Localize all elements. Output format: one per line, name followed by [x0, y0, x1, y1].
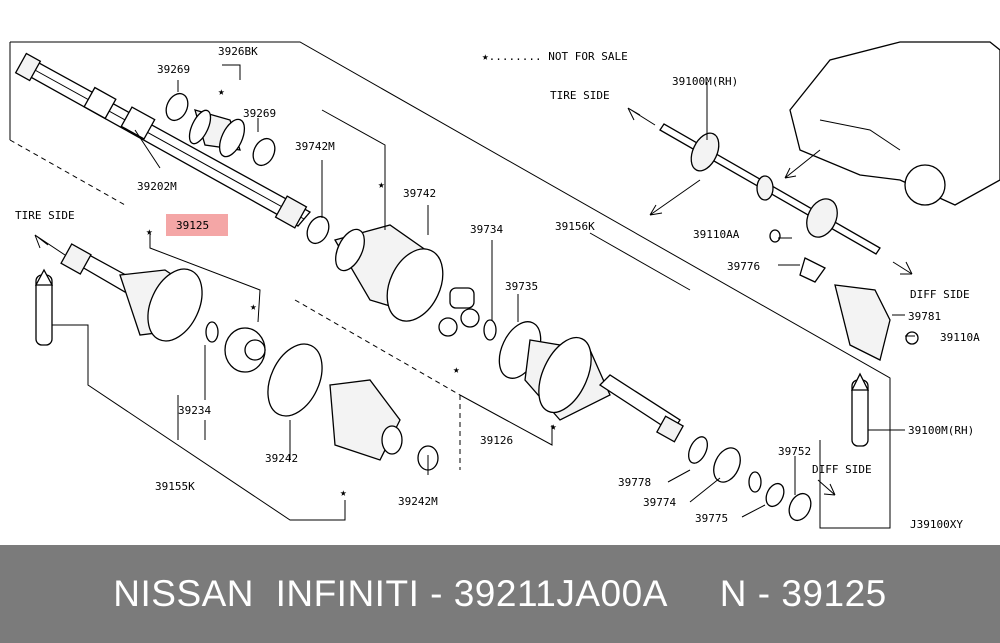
star-mark: ★: [453, 363, 460, 376]
not-for-sale-note: ★........ NOT FOR SALE: [482, 50, 628, 63]
star-mark: ★: [250, 300, 257, 313]
rings-group: [687, 372, 870, 522]
vehicle-sketch: [789, 41, 1000, 206]
part-label-39156k: 39156K: [555, 220, 595, 233]
part-label-39269-b: 39269: [243, 107, 276, 120]
part-label-39126: 39126: [480, 434, 513, 447]
part-number-banner: NISSAN INFINITI - 39211JA00A N - 39125: [0, 545, 1000, 643]
not-for-sale-stars: ★ ★ ★ ★ ★ ★ ★: [146, 85, 557, 499]
part-label-39778: 39778: [618, 476, 651, 489]
tire-side-label-left: TIRE SIDE: [15, 209, 75, 222]
part-label-39269-a: 39269: [157, 63, 190, 76]
part-label-39734: 39734: [470, 223, 503, 236]
part-label-39110a: 39110A: [940, 331, 980, 344]
part-label-39781: 39781: [908, 310, 941, 323]
frame-dash-mid: [294, 299, 461, 396]
diagram-frame: [10, 41, 891, 529]
frame-dash-left: [9, 139, 126, 206]
part-label-39110aa: 39110AA: [693, 228, 740, 241]
part-label-39242: 39242: [265, 452, 298, 465]
shaft-39202m: [14, 52, 312, 229]
part-label-3926bk: 3926BK: [218, 45, 258, 58]
direction-arrows: [34, 107, 913, 496]
part-label-39242m: 39242M: [398, 495, 438, 508]
tire-side-label-top: TIRE SIDE: [550, 89, 610, 102]
star-mark: ★: [146, 225, 153, 238]
diagram-code: J39100XY: [910, 518, 963, 531]
part-label-39100m-rh-top: 39100M(RH): [672, 75, 738, 88]
boot-39242: [267, 343, 439, 471]
leader-lines: [52, 64, 915, 521]
exploded-parts-diagram: ★ ★ ★ ★ ★ ★ ★ ★........ NOT FOR SALE TIR…: [9, 41, 1000, 531]
part-label-39125: 39125: [176, 219, 209, 232]
part-label-39202m: 39202M: [137, 180, 177, 193]
star-mark: ★: [550, 420, 557, 433]
part-label-39742m: 39742M: [295, 140, 335, 153]
part-label-39155k: 39155K: [155, 480, 195, 493]
outer-joint-39155k: [34, 243, 266, 373]
diff-side-label-right: DIFF SIDE: [910, 288, 970, 301]
boot-kit-3926bk: [165, 92, 276, 167]
diff-side-label-bottom: DIFF SIDE: [812, 463, 872, 476]
part-label-39752: 39752: [778, 445, 811, 458]
part-label-39774: 39774: [643, 496, 676, 509]
part-label-39234: 39234: [178, 404, 211, 417]
part-label-39742: 39742: [403, 187, 436, 200]
star-mark: ★: [378, 178, 385, 191]
star-mark: ★: [340, 486, 347, 499]
boot-39742: [306, 215, 444, 322]
part-label-39775: 39775: [695, 512, 728, 525]
part-label-39735: 39735: [505, 280, 538, 293]
part-label-39100m-rh-right: 39100M(RH): [908, 424, 974, 437]
part-label-39776: 39776: [727, 260, 760, 273]
part-39125-highlight: [166, 214, 228, 236]
star-mark: ★: [218, 85, 225, 98]
assembled-shaft-39100m: [659, 123, 919, 361]
housing-39126: [498, 321, 684, 443]
tripod-39734: [438, 287, 497, 341]
